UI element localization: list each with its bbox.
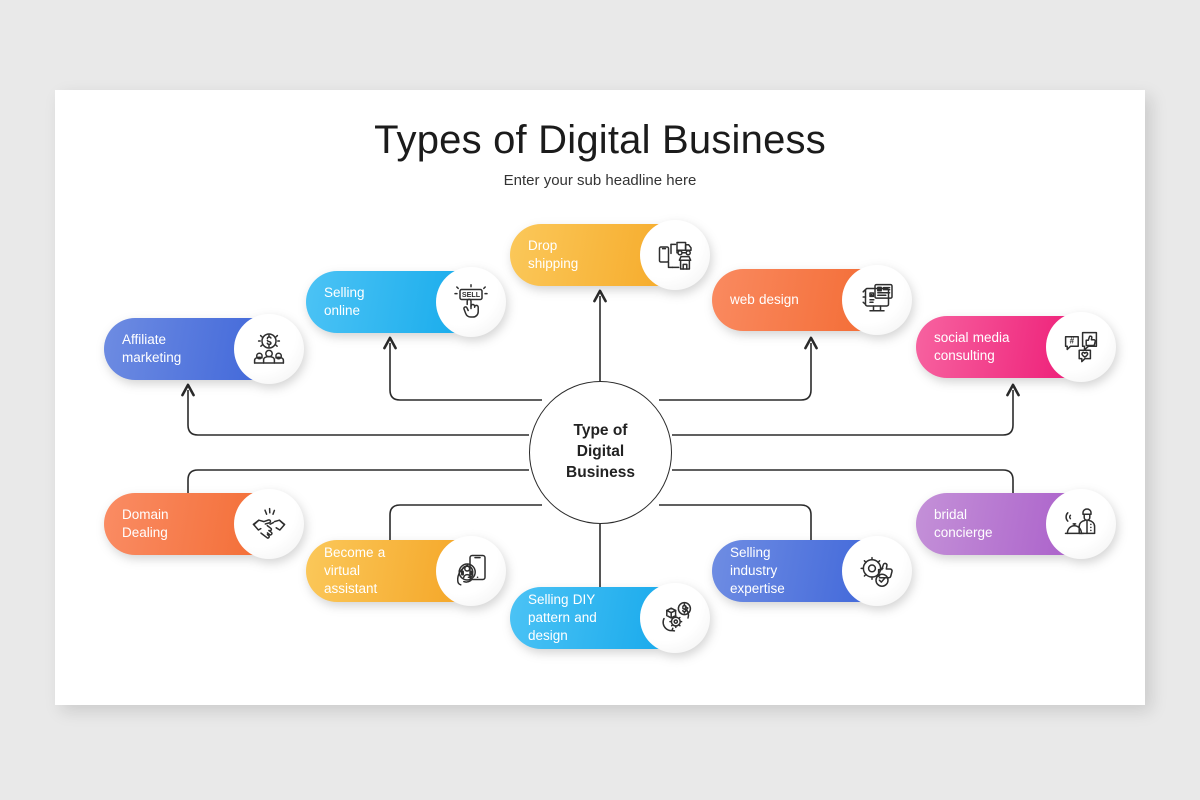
node-label-line-2: Dealing	[122, 525, 168, 540]
node-label-line-1: bridal	[934, 507, 968, 523]
wire-selling-online	[383, 336, 542, 401]
node-bridal-concierge[interactable]: bridal concierge	[916, 489, 1116, 559]
node-social-media-consulting[interactable]: social media consulting #	[916, 312, 1116, 382]
slide-canvas: Types of Digital Business Enter your sub…	[55, 90, 1145, 705]
page-title: Types of Digital Business	[374, 118, 826, 162]
node-selling-diy-pattern-and-design[interactable]: Selling DIY pattern and design	[510, 583, 710, 653]
node-label-line-3: assistant	[324, 580, 378, 596]
node-label-line-2: consulting	[934, 348, 995, 363]
node-label-line-1: Become a	[324, 545, 386, 561]
node-domain-dealing-label: Domain Dealing	[104, 506, 232, 542]
center-hub[interactable]: Type of Digital Business	[529, 381, 672, 524]
speech-bubbles-thumbsup-icon: #	[1046, 312, 1116, 382]
sell-button-cursor-icon: SELL	[436, 267, 506, 337]
node-become-a-virtual-assistant[interactable]: Become a virtual assistant	[306, 536, 506, 606]
node-label-line-2: concierge	[934, 525, 993, 540]
center-hub-line-1: Type of	[573, 422, 628, 440]
monitor-webpage-icon	[842, 265, 912, 335]
node-label-line-2: shipping	[528, 256, 579, 271]
center-hub-line-3: Business	[566, 463, 635, 481]
node-web-design[interactable]: web design	[712, 265, 912, 335]
wire-bridal-concierge	[672, 469, 1020, 522]
wire-become-a-virtual-assistant	[383, 504, 542, 569]
delivery-truck-shop-icon	[640, 220, 710, 290]
node-label-line-1: web design	[730, 292, 799, 308]
gear-box-dollar-icon	[640, 583, 710, 653]
node-affiliate-marketing-label: Affiliate marketing	[104, 331, 232, 367]
wire-affiliate-marketing	[181, 383, 529, 436]
node-become-a-virtual-assistant-label: Become a virtual assistant	[306, 544, 434, 597]
gear-thumbsup-check-icon	[842, 536, 912, 606]
svg-text:#: #	[1070, 337, 1075, 346]
node-label-line-1: Selling	[730, 545, 771, 561]
node-bridal-concierge-label: bridal concierge	[916, 506, 1044, 542]
node-label-line-2: marketing	[122, 350, 182, 365]
node-selling-industry-expertise-label: Selling industry expertise	[712, 544, 840, 597]
node-label-line-3: design	[528, 627, 568, 643]
node-selling-diy-pattern-and-design-label: Selling DIY pattern and design	[510, 591, 638, 644]
node-domain-dealing[interactable]: Domain Dealing	[104, 489, 304, 559]
node-label-line-1: Domain	[122, 507, 169, 523]
node-label-line-1: social media	[934, 330, 1010, 346]
concierge-bell-person-icon	[1046, 489, 1116, 559]
handshake-icon	[234, 489, 304, 559]
wire-domain-dealing	[181, 469, 529, 522]
node-affiliate-marketing[interactable]: Affiliate marketing	[104, 314, 304, 384]
headset-phone-icon	[436, 536, 506, 606]
wire-selling-industry-expertise	[659, 504, 818, 569]
wire-social-media-consulting	[672, 383, 1020, 436]
svg-text:SELL: SELL	[462, 290, 481, 299]
node-web-design-label: web design	[712, 291, 840, 309]
node-drop-shipping[interactable]: Drop shipping	[510, 220, 710, 290]
center-hub-label: Type of Digital Business	[566, 421, 635, 484]
node-label-line-2: virtual	[324, 563, 361, 579]
center-hub-line-2: Digital	[576, 443, 625, 461]
node-label-line-1: Selling	[324, 285, 365, 301]
node-label-line-2: online	[324, 303, 361, 318]
people-dollar-icon	[234, 314, 304, 384]
node-label-line-2: pattern and	[528, 610, 597, 626]
node-social-media-consulting-label: social media consulting	[916, 329, 1044, 365]
node-label-line-1: Affiliate	[122, 332, 167, 348]
node-label-line-1: Selling DIY	[528, 592, 596, 608]
node-label-line-1: Drop	[528, 238, 558, 254]
page-subtitle: Enter your sub headline here	[503, 172, 697, 189]
node-selling-industry-expertise[interactable]: Selling industry expertise	[712, 536, 912, 606]
node-label-line-3: expertise	[730, 580, 785, 596]
node-selling-online[interactable]: Selling online SELL	[306, 267, 506, 337]
node-label-line-2: industry	[730, 563, 778, 579]
wire-web-design	[659, 336, 818, 401]
node-selling-online-label: Selling online	[306, 284, 434, 320]
node-drop-shipping-label: Drop shipping	[510, 237, 638, 273]
